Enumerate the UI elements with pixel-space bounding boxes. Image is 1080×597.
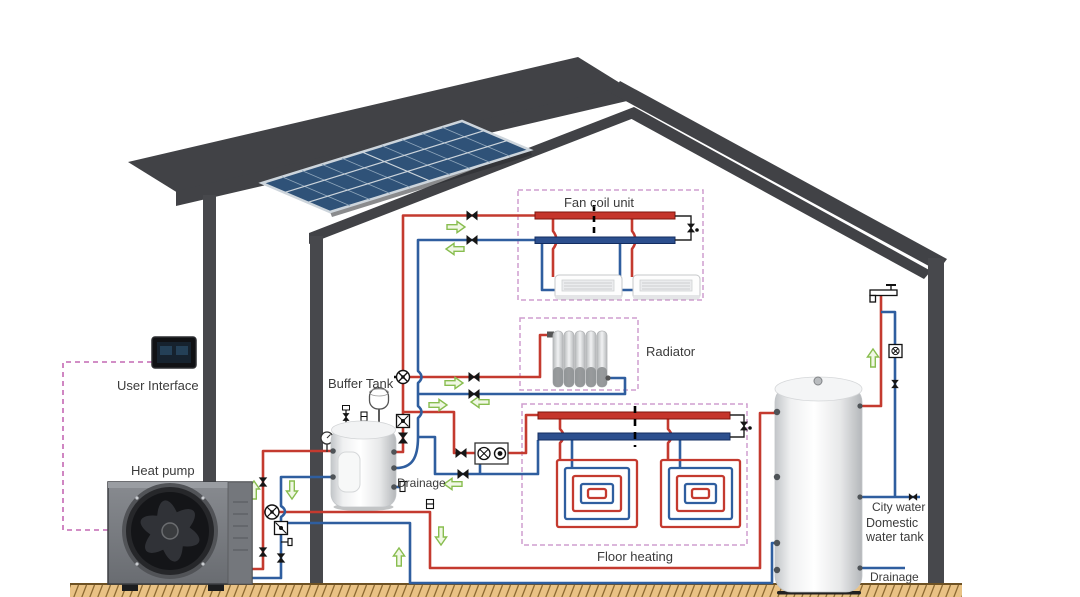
heat-pump-unit [107, 481, 253, 591]
fancoil-supply-header [534, 211, 676, 220]
shutoff-valve-icon [466, 235, 478, 245]
expansion-vessel-icon [368, 387, 390, 429]
roof-right-fascia [611, 81, 947, 271]
pipe-return-to-floorline [418, 435, 540, 476]
pipe-return-to-buffer [395, 436, 420, 470]
shutoff-valve-icon [457, 469, 469, 479]
pipe-to-mixing-station [403, 410, 475, 455]
check-valve-icon [891, 379, 899, 389]
fancoil-return-header [534, 236, 676, 244]
roof-left-inner-band [309, 107, 634, 244]
shutoff-valve-icon [466, 211, 478, 220]
air-vent-icon [342, 405, 350, 424]
pipe-fancoil-drop-2 [630, 219, 637, 277]
return-pipes-blue [248, 238, 920, 585]
domestic-water-tank-label: Domestic water tank [866, 516, 924, 545]
floorheating-bypass [730, 414, 745, 438]
distribution-headers [534, 205, 752, 447]
tank-top-fitting [813, 376, 823, 386]
motorized-valve-icon [395, 413, 411, 429]
solar-panel [262, 121, 532, 217]
floor-heating-coil-2 [659, 458, 742, 529]
fan-coil-zone-box [517, 189, 704, 301]
radiator-unit [547, 330, 611, 388]
tank-panel [337, 451, 361, 493]
dhw-drainage-label: Drainage [870, 570, 919, 584]
faucet-icon [869, 284, 898, 303]
flow-arrow-icon [445, 242, 465, 256]
shutoff-valve-icon [455, 448, 467, 458]
floorheating-supply-header [537, 411, 731, 420]
shutoff-valve-icon [277, 553, 285, 563]
fan-icon [122, 483, 218, 579]
pipe-fancoil-drop-1 [551, 219, 558, 277]
flow-arrow-icon [443, 477, 463, 491]
circulation-pump-icon [264, 504, 280, 520]
pipe-to-radiator [403, 333, 552, 379]
pipe-hp-to-dhw-tank [263, 411, 778, 570]
heat-pump-label: Heat pump [131, 463, 195, 478]
domestic-water-tank-unit [773, 376, 863, 595]
shutoff-valve-icon [468, 372, 480, 382]
floor-heating-coils [555, 458, 742, 529]
pipe-buffer-to-hp-return [248, 475, 333, 580]
pipe-dhw-return [281, 521, 779, 585]
buffer-tank-label: Buffer Tank [328, 376, 394, 391]
fan-coil-unit-1 [554, 274, 623, 300]
pipe-mix-to-floorheating [508, 413, 538, 455]
pipe-city-water-riser [881, 310, 897, 497]
shutoff-valve-icon [259, 547, 267, 557]
radiator-zone-box [519, 317, 639, 391]
shutoff-valve-icon [259, 477, 267, 487]
water-meter-icon [888, 343, 903, 359]
pipe-fancoil-unit1-return [540, 243, 557, 292]
pipe-buffer-to-fancoil [394, 214, 536, 454]
drain-tap-icon [281, 537, 293, 547]
city-water-label: City water [872, 500, 926, 514]
shutoff-valve-icon [468, 389, 480, 399]
flow-arrow-icon [444, 376, 464, 390]
control-cable [62, 361, 152, 531]
floor-heating-coil-1 [555, 458, 639, 529]
flow-arrow-icon [866, 348, 880, 368]
zone-boxes [517, 189, 748, 546]
filter-icon [273, 520, 289, 536]
fan-coil-unit-label: Fan coil unit [563, 195, 635, 210]
three-way-valve-icon [394, 369, 411, 385]
drainage-end-fitting [398, 480, 407, 493]
pipe-fancoil-return [416, 238, 536, 437]
buffer-drainage-label: Drainage [397, 476, 446, 490]
user-interface-label: User Interface [117, 378, 199, 393]
flow-arrow-icon [470, 395, 490, 409]
pipe-hp-to-buffer [248, 449, 333, 571]
flow-arrow-icon [446, 220, 466, 234]
fan-coil-units [554, 274, 701, 300]
flow-arrow-icon [285, 480, 299, 500]
flow-arrow-icon [428, 398, 448, 412]
flow-arrow-icon [392, 547, 406, 567]
pipe-radiator-return [418, 376, 627, 396]
floor-heating-zone-box [521, 403, 748, 546]
roof-right-inner-band [628, 107, 931, 279]
radiator-label: Radiator [646, 344, 696, 359]
flow-arrow-icon [434, 526, 448, 546]
mixing-station [474, 442, 509, 465]
fancoil-bypass [675, 215, 692, 241]
fan-coil-unit-2 [632, 274, 701, 300]
roof-top-surface [128, 57, 628, 193]
left-wall [310, 236, 323, 588]
user-interface-display [151, 336, 197, 369]
valves-and-fittings [259, 211, 918, 563]
drain-fitting-icon [425, 498, 435, 510]
right-wall [928, 258, 944, 588]
floor-heating-label: Floor heating [597, 549, 673, 564]
shutoff-valve-icon [398, 432, 408, 444]
buffer-tank-unit [330, 387, 397, 511]
